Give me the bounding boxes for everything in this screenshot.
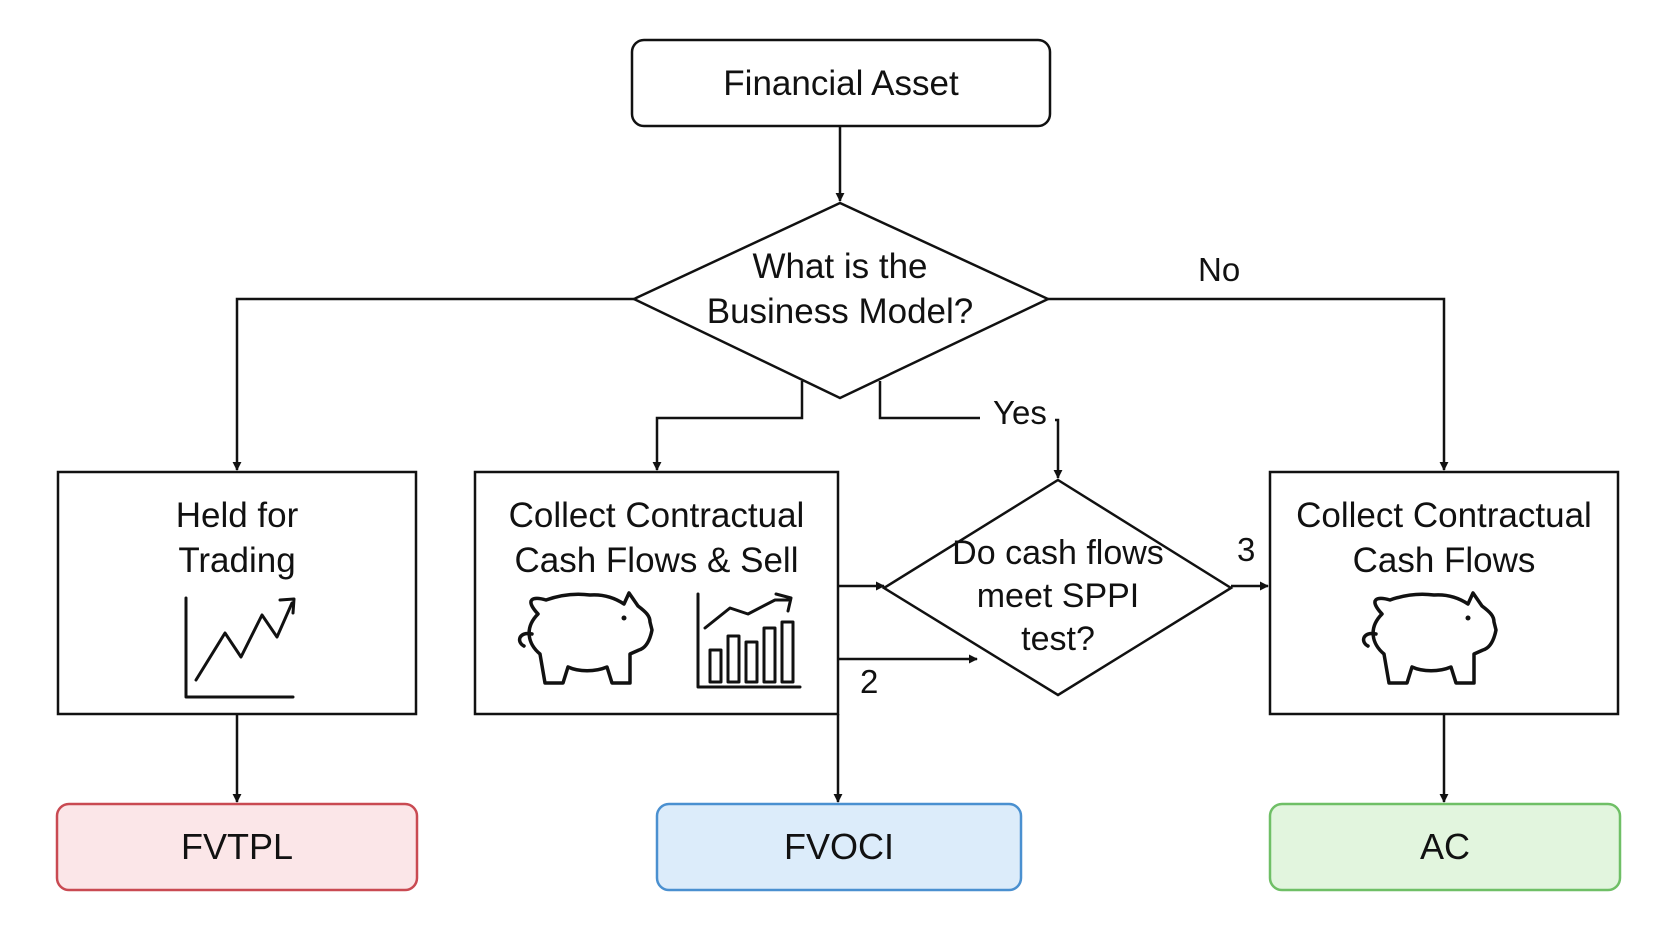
connector-model-to-sppi-yes <box>878 381 980 420</box>
chart-up-icon <box>184 596 296 699</box>
held-for-trading-line2: Trading <box>178 541 296 580</box>
fvoci-outcome-box <box>655 802 1023 892</box>
business-model-label: What is the Business Model? <box>660 244 1020 334</box>
held-for-trading-node <box>56 470 418 716</box>
sppi-test-decision <box>881 478 1234 697</box>
fvtpl-label: FVTPL <box>57 804 417 890</box>
piggy-bank-icon <box>1361 591 1498 685</box>
fvoci-text: FVOCI <box>783 826 894 867</box>
sppi-test-line2: meet SPPI <box>976 577 1140 615</box>
edge-label-no: No <box>1198 251 1241 288</box>
collect-and-sell-line1: Collect Contractual <box>508 496 805 535</box>
held-for-trading-label: Held for Trading <box>58 493 416 583</box>
collect-and-sell-label: Collect Contractual Cash Flows & Sell <box>475 493 838 583</box>
connector-model-to-trading <box>232 297 634 471</box>
business-model-line2: Business Model? <box>706 292 974 331</box>
collect-cash-flows-node <box>1268 470 1620 716</box>
connector-yes-to-sppi <box>1053 418 1063 479</box>
fvoci-label: FVOCI <box>657 804 1021 890</box>
connector-model-to-collect-cash-flows <box>1048 297 1449 471</box>
collect-cash-flows-label: Collect Contractual Cash Flows <box>1270 493 1618 583</box>
business-model-decision <box>631 201 1051 400</box>
business-model-line1: What is the <box>752 247 928 286</box>
sppi-test-line1: Do cash flows <box>952 534 1164 572</box>
ac-label: AC <box>1270 804 1620 890</box>
ac-text: AC <box>1419 826 1470 867</box>
edge-label-2: 2 <box>860 663 879 700</box>
collect-cash-flows-line2: Cash Flows <box>1352 541 1536 580</box>
fvtpl-outcome-box <box>55 802 419 892</box>
bar-chart-icon <box>696 592 802 689</box>
held-for-trading-line1: Held for <box>175 496 299 535</box>
ac-outcome-box <box>1268 802 1622 892</box>
edge-label-3: 3 <box>1237 531 1256 568</box>
sppi-test-line3: test? <box>1021 620 1095 658</box>
financial-asset-text: Financial Asset <box>723 64 959 103</box>
sppi-test-label: Do cash flows meet SPPI test? <box>928 532 1188 661</box>
collect-cash-flows-line1: Collect Contractual <box>1296 496 1592 535</box>
collect-and-sell-line2: Cash Flows & Sell <box>514 541 799 580</box>
connector-model-to-collect-and-sell <box>652 381 804 471</box>
piggy-bank-icon <box>517 591 654 685</box>
financial-asset-label: Financial Asset <box>632 61 1050 106</box>
edge-label-yes: Yes <box>993 394 1047 431</box>
fvtpl-text: FVTPL <box>180 826 294 867</box>
